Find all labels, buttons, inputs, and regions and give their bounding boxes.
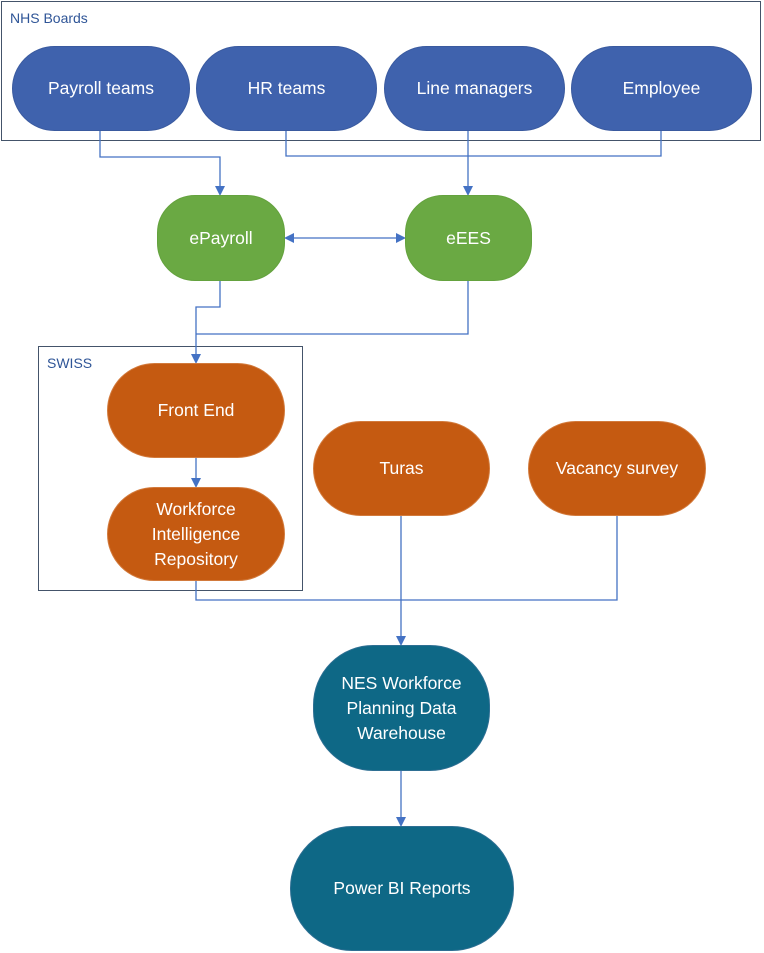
node-epayroll-label: ePayroll xyxy=(189,227,253,248)
node-nes-data-warehouse[interactable]: NES Workforce Planning Data Warehouse xyxy=(313,645,490,771)
node-vacancy-survey[interactable]: Vacancy survey xyxy=(528,421,706,516)
node-nes-label-line3: Warehouse xyxy=(357,722,446,743)
nhs-boards-label: NHS Boards xyxy=(10,10,88,26)
node-line-managers-label: Line managers xyxy=(416,78,533,98)
node-workforce-intelligence-repository[interactable]: Workforce Intelligence Repository xyxy=(107,487,285,581)
edge-epayroll-to-frontend xyxy=(191,280,221,364)
node-wir-label-line3: Repository xyxy=(154,548,238,569)
node-nes-label-line2: Planning Data xyxy=(346,697,457,718)
node-epayroll[interactable]: ePayroll xyxy=(157,195,285,281)
node-turas-label: Turas xyxy=(379,458,424,478)
node-wir-label-line1: Workforce xyxy=(156,498,236,519)
node-hr-teams[interactable]: HR teams xyxy=(196,46,377,131)
swiss-group: SWISS xyxy=(38,346,303,591)
node-power-bi-label: Power BI Reports xyxy=(333,878,471,898)
node-wir-label-line2: Intelligence xyxy=(151,523,241,544)
node-employee-label: Employee xyxy=(622,78,701,98)
edge-hr-employee-merge xyxy=(285,130,662,157)
node-front-end-label: Front End xyxy=(157,400,235,420)
node-hr-teams-label: HR teams xyxy=(247,78,326,98)
edge-eees-to-frontend xyxy=(196,280,469,335)
node-nes-label-line1: NES Workforce xyxy=(341,672,462,693)
node-employee[interactable]: Employee xyxy=(571,46,752,131)
node-payroll-teams[interactable]: Payroll teams xyxy=(12,46,190,131)
node-line-managers[interactable]: Line managers xyxy=(384,46,565,131)
node-eees-label: eEES xyxy=(446,227,491,248)
edge-wir-merge xyxy=(195,515,618,601)
swiss-label: SWISS xyxy=(47,355,93,371)
edge-payroll-to-epayroll xyxy=(99,130,225,196)
node-turas[interactable]: Turas xyxy=(313,421,490,516)
nhs-boards-group: NHS Boards xyxy=(1,1,761,141)
node-payroll-teams-label: Payroll teams xyxy=(47,78,154,98)
node-front-end[interactable]: Front End xyxy=(107,363,285,458)
node-vacancy-survey-label: Vacancy survey xyxy=(555,458,679,478)
node-eees[interactable]: eEES xyxy=(405,195,532,281)
node-power-bi-reports[interactable]: Power BI Reports xyxy=(290,826,514,951)
